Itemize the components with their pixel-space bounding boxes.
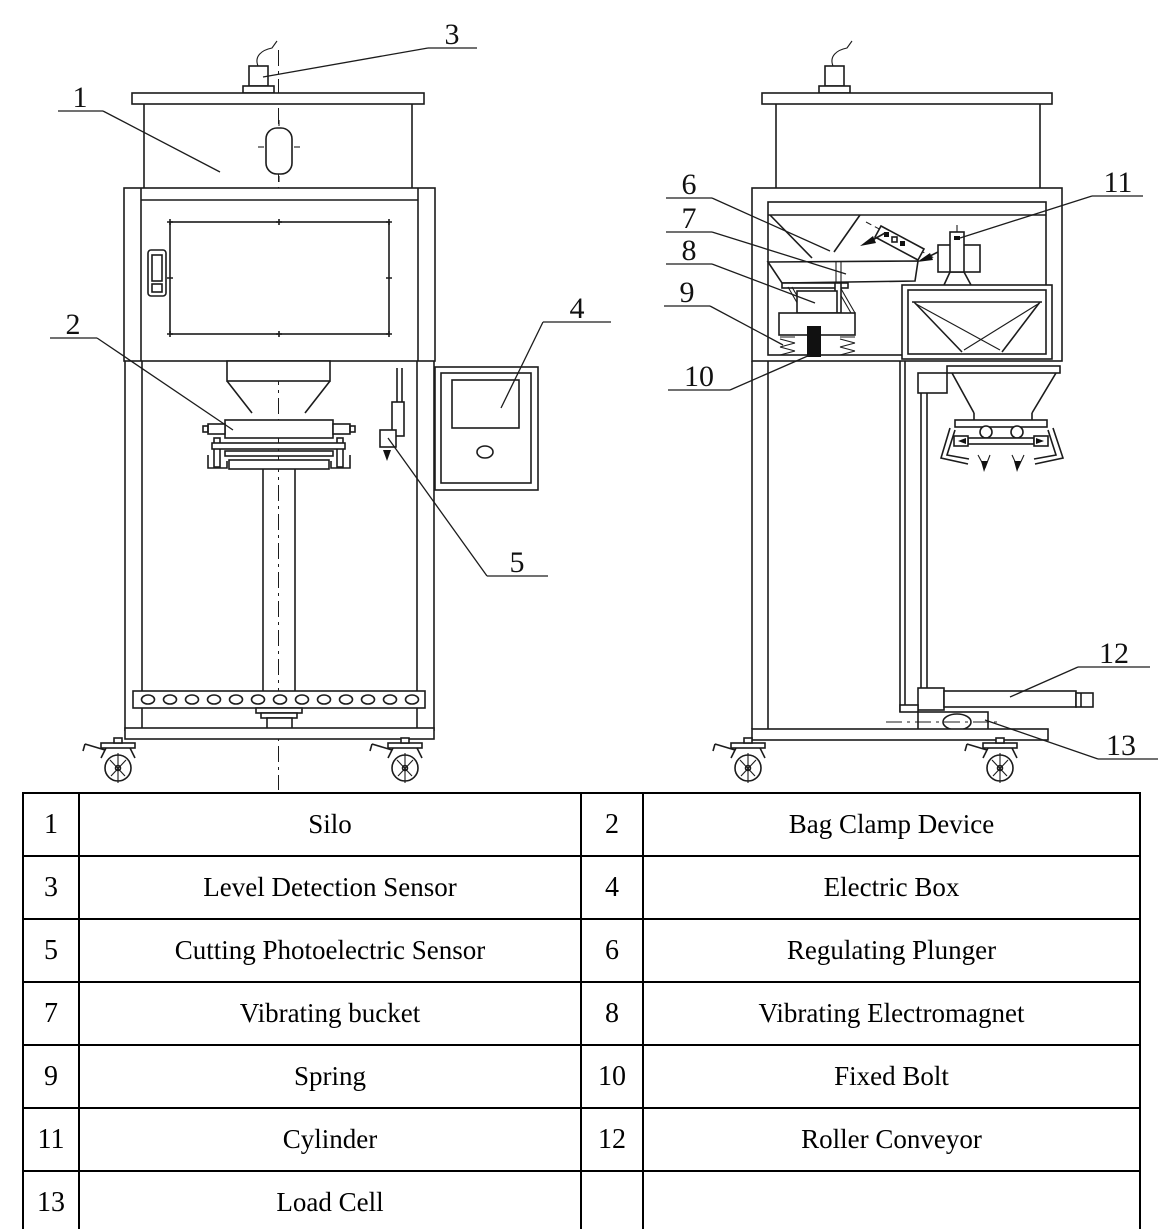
- callout-5-label: 5: [510, 546, 525, 579]
- vibrating-bucket: [766, 260, 919, 314]
- table-row: 3 Level Detection Sensor 4 Electric Box: [22, 855, 1141, 920]
- silo-lid-side: [761, 92, 1053, 105]
- callout-8: 8: [666, 234, 816, 304]
- caster-wheel: [369, 737, 423, 784]
- table-row: 13 Load Cell: [22, 1170, 1141, 1229]
- callout-2-label: 2: [66, 308, 81, 341]
- callout-11-label: 11: [1104, 166, 1133, 199]
- discharge-funnel-side: [946, 365, 1061, 421]
- table-row: 5 Cutting Photoelectric Sensor 6 Regulat…: [22, 918, 1141, 983]
- vibrating-electromagnet: [778, 282, 856, 336]
- part-number-cell: 12: [580, 1107, 644, 1172]
- caster-wheel: [82, 737, 136, 784]
- part-name-cell: Bag Clamp Device: [642, 792, 1141, 857]
- base-frame-side: [751, 728, 1049, 741]
- callout-6: 6: [666, 168, 831, 252]
- silo-lid-front: [131, 92, 425, 105]
- callout-5: 5: [387, 437, 548, 579]
- side-view: 6 7 8 9 10 11 12: [664, 40, 1158, 784]
- bag-clamp-front: [202, 419, 356, 470]
- frame-legs-front: [124, 361, 435, 731]
- part-number-cell: 7: [22, 981, 80, 1046]
- packing-machine-technical-drawing: 1 2 3 4 5: [50, 18, 1158, 790]
- callout-1-label: 1: [73, 81, 88, 114]
- frame-legs-side: [751, 361, 948, 729]
- silo-side: [775, 104, 1041, 188]
- callout-3-label: 3: [445, 18, 460, 51]
- table-row: 9 Spring 10 Fixed Bolt: [22, 1044, 1141, 1109]
- part-name-cell: Fixed Bolt: [642, 1044, 1141, 1109]
- callout-9: 9: [664, 276, 784, 346]
- panel-ticks: [167, 219, 392, 337]
- part-number-cell: 11: [22, 1107, 80, 1172]
- table-row: 7 Vibrating bucket 8 Vibrating Electroma…: [22, 981, 1141, 1046]
- callout-7: 7: [666, 202, 847, 275]
- part-name-cell: [642, 1170, 1141, 1229]
- table-row: 1 Silo 2 Bag Clamp Device: [22, 792, 1141, 857]
- level-sensor-side: [818, 40, 853, 94]
- callout-11: 11: [959, 166, 1143, 239]
- bag-clamp-side: [939, 419, 1065, 472]
- electric-box: [434, 366, 539, 491]
- callout-3: 3: [262, 18, 477, 78]
- load-cell: [886, 711, 998, 731]
- part-name-cell: Level Detection Sensor: [78, 855, 582, 920]
- callout-4-label: 4: [570, 292, 585, 325]
- part-number-cell: [580, 1170, 644, 1229]
- part-number-cell: 6: [580, 918, 644, 983]
- part-name-cell: Spring: [78, 1044, 582, 1109]
- fill-tube-front: [262, 469, 296, 691]
- parts-table: 1 Silo 2 Bag Clamp Device 3 Level Detect…: [22, 792, 1141, 1229]
- part-name-cell: Cylinder: [78, 1107, 582, 1172]
- callout-4: 4: [500, 292, 611, 409]
- part-name-cell: Silo: [78, 792, 582, 857]
- part-name-cell: Vibrating Electromagnet: [642, 981, 1141, 1046]
- base-frame-front: [124, 727, 435, 740]
- part-name-cell: Vibrating bucket: [78, 981, 582, 1046]
- front-view: 1 2 3 4 5: [50, 18, 611, 790]
- weigh-hopper: [901, 284, 1053, 360]
- part-number-cell: 8: [580, 981, 644, 1046]
- part-number-cell: 4: [580, 855, 644, 920]
- part-number-cell: 13: [22, 1170, 80, 1229]
- callout-10-label: 10: [684, 360, 714, 393]
- part-name-cell: Cutting Photoelectric Sensor: [78, 918, 582, 983]
- part-number-cell: 1: [22, 792, 80, 857]
- part-number-cell: 3: [22, 855, 80, 920]
- discharge-funnel-front: [226, 360, 331, 414]
- part-name-cell: Roller Conveyor: [642, 1107, 1141, 1172]
- silo-front: [143, 104, 413, 188]
- door-handle: [147, 249, 167, 297]
- part-number-cell: 5: [22, 918, 80, 983]
- part-number-cell: 10: [580, 1044, 644, 1109]
- cabinet-front: [123, 187, 436, 362]
- caster-wheel: [712, 737, 766, 784]
- part-number-cell: 2: [580, 792, 644, 857]
- callout-12-label: 12: [1099, 637, 1129, 670]
- fixed-bolt: [807, 326, 821, 357]
- cylinder: [937, 225, 981, 286]
- callout-1: 1: [58, 81, 221, 173]
- callout-7-label: 7: [682, 202, 697, 235]
- callout-13-label: 13: [1106, 729, 1136, 762]
- part-number-cell: 9: [22, 1044, 80, 1109]
- springs: [779, 336, 856, 356]
- level-sensor-front: [242, 40, 278, 94]
- part-name-cell: Load Cell: [78, 1170, 582, 1229]
- caster-wheel: [964, 737, 1018, 784]
- table-row: 11 Cylinder 12 Roller Conveyor: [22, 1107, 1141, 1172]
- regulating-plunger: [860, 221, 939, 262]
- part-name-cell: Regulating Plunger: [642, 918, 1141, 983]
- callout-9-label: 9: [680, 276, 695, 309]
- callout-2: 2: [50, 308, 234, 431]
- callout-12: 12: [1009, 637, 1150, 698]
- callout-10: 10: [668, 354, 811, 393]
- roller-conveyor-front: [132, 690, 426, 709]
- callout-13: 13: [984, 719, 1158, 762]
- photoelectric-sensor: [379, 368, 405, 461]
- callout-6-label: 6: [682, 168, 697, 201]
- callout-8-label: 8: [682, 234, 697, 267]
- roller-conveyor-side: [899, 687, 1094, 713]
- part-name-cell: Electric Box: [642, 855, 1141, 920]
